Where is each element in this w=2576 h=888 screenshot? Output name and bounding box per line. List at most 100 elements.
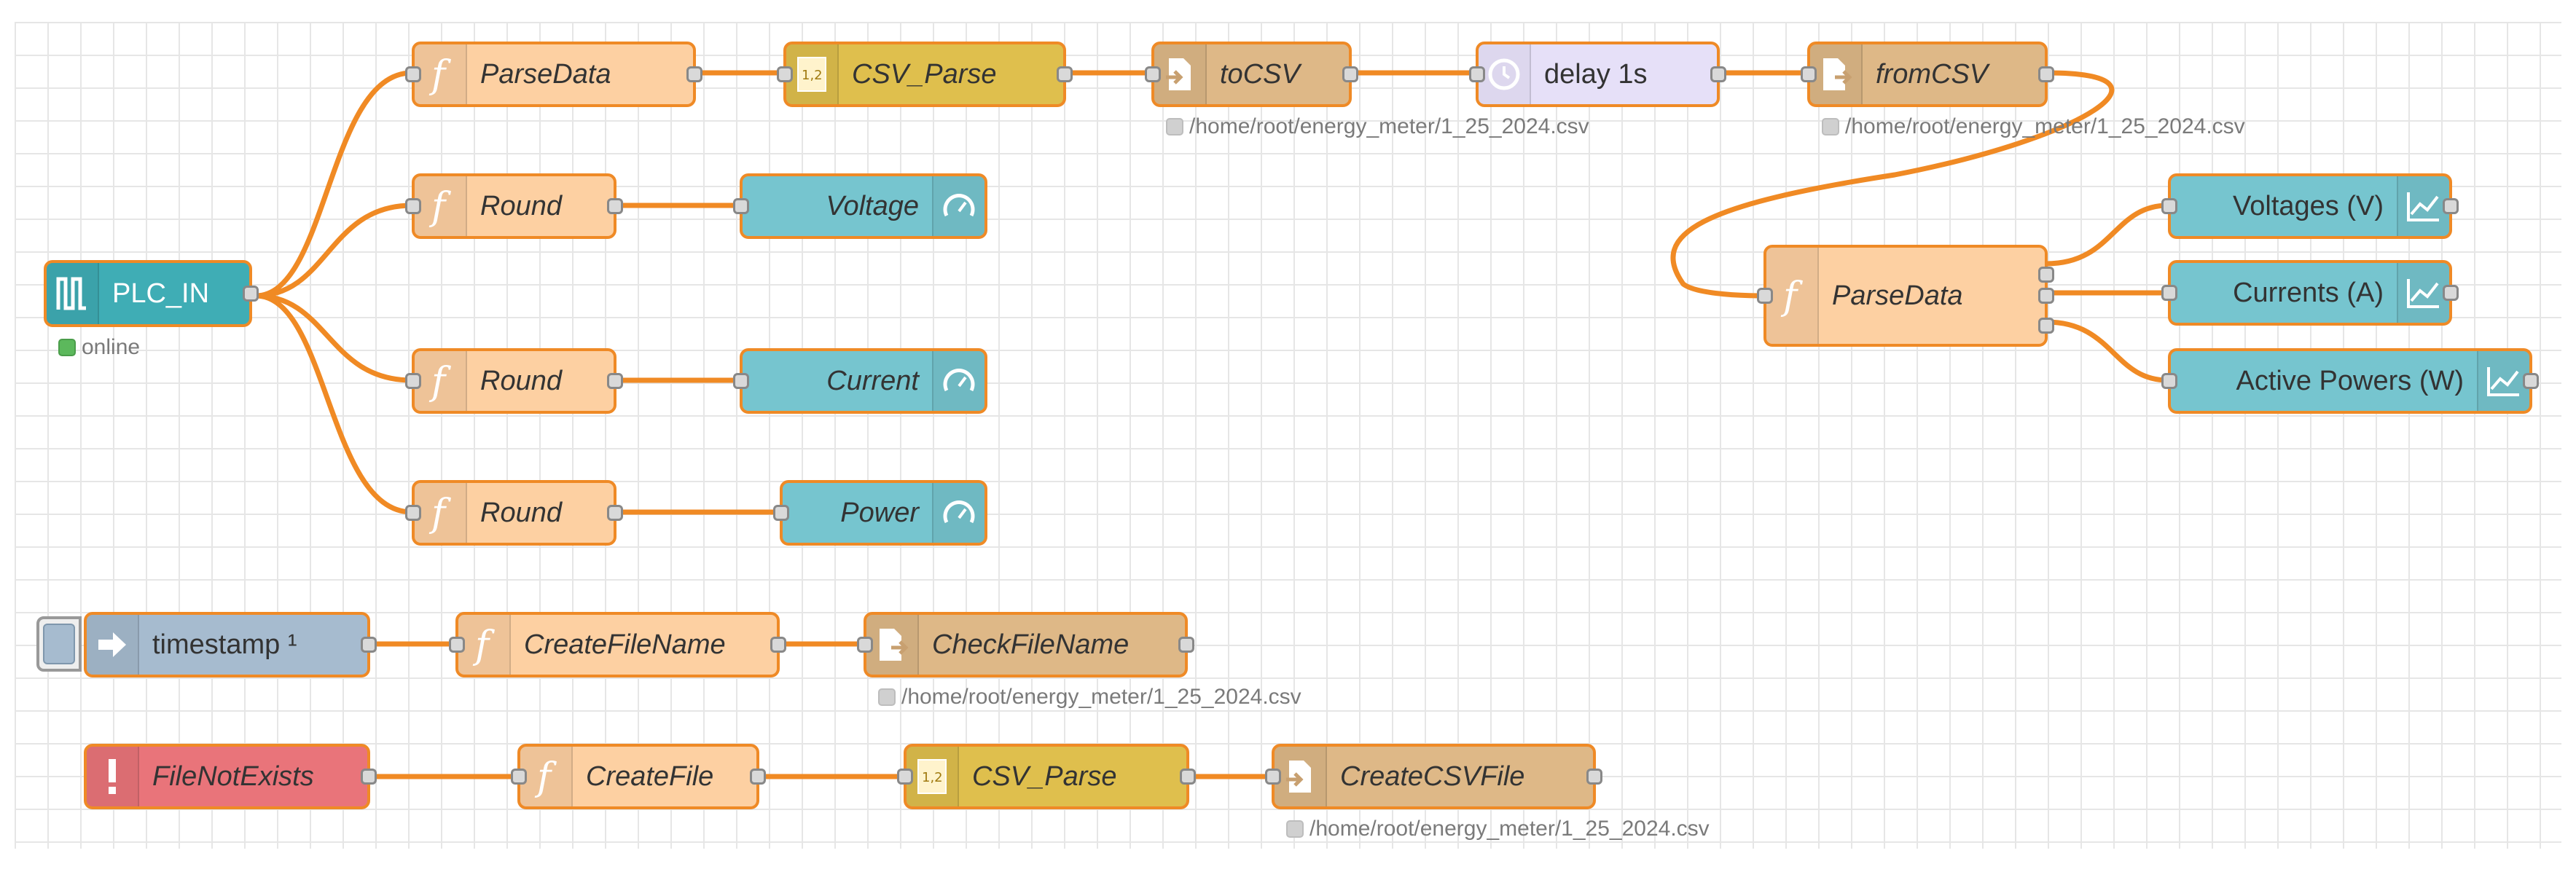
file-not-exists-catch-node[interactable]: FileNotExists	[84, 744, 377, 809]
output-port[interactable]	[686, 66, 702, 82]
chart-line-icon	[2477, 351, 2529, 411]
svg-text:1,2: 1,2	[922, 770, 943, 785]
svg-text:1,2: 1,2	[802, 68, 823, 83]
output-port[interactable]	[1586, 769, 1602, 785]
node-label: Round	[480, 497, 562, 528]
function-icon: f	[415, 351, 467, 411]
input-port[interactable]	[2161, 373, 2177, 389]
node-label: Power	[840, 497, 919, 528]
input-port[interactable]	[2161, 198, 2177, 214]
delay-node[interactable]: delay 1s	[1469, 42, 1726, 107]
input-port[interactable]	[405, 505, 421, 521]
parse-data-node[interactable]: f ParseData	[405, 42, 702, 107]
parse-data-node-2[interactable]: f ParseData	[1757, 245, 2054, 347]
input-port[interactable]	[1265, 769, 1281, 785]
file-write-icon	[1154, 44, 1207, 104]
output-port[interactable]	[2038, 66, 2054, 82]
current-gauge-node[interactable]: Current	[733, 348, 987, 414]
svg-text:f: f	[428, 360, 451, 403]
output-port[interactable]	[361, 637, 377, 653]
output-port[interactable]	[1710, 66, 1726, 82]
output-port[interactable]	[607, 198, 623, 214]
voltages-chart-node[interactable]: Voltages (V)	[2161, 173, 2459, 239]
input-port[interactable]	[405, 373, 421, 389]
status-dot-icon	[1166, 118, 1183, 135]
output-port[interactable]	[2443, 285, 2459, 301]
node-label: FileNotExists	[152, 761, 314, 792]
gauge-icon	[932, 176, 984, 236]
output-port-1[interactable]	[2038, 267, 2054, 283]
input-port[interactable]	[1757, 288, 1773, 304]
input-port[interactable]	[897, 769, 913, 785]
round-node-voltage[interactable]: f Round	[405, 173, 623, 239]
svg-text:f: f	[534, 755, 557, 798]
function-icon: f	[1766, 248, 1819, 344]
voltage-gauge-node[interactable]: Voltage	[733, 173, 987, 239]
currents-chart-node[interactable]: Currents (A)	[2161, 260, 2459, 326]
output-port[interactable]	[1178, 637, 1194, 653]
output-port[interactable]	[607, 505, 623, 521]
power-gauge-node[interactable]: Power	[773, 480, 987, 546]
output-port[interactable]	[1057, 66, 1073, 82]
output-port[interactable]	[243, 286, 259, 302]
csv-icon: 1,2	[786, 44, 839, 104]
svg-text:f: f	[428, 492, 451, 535]
csv-icon: 1,2	[907, 747, 959, 806]
input-port[interactable]	[1145, 66, 1161, 82]
output-port-2[interactable]	[2038, 288, 2054, 304]
status-text: /home/root/energy_meter/1_25_2024.csv	[1189, 114, 1589, 138]
chart-line-icon	[2397, 263, 2449, 323]
output-port[interactable]	[750, 769, 766, 785]
create-csv-file-node[interactable]: CreateCSVFile	[1265, 744, 1602, 809]
input-port[interactable]	[405, 198, 421, 214]
create-file-name-node[interactable]: f CreateFileName	[449, 612, 786, 677]
csv-parse-node-2[interactable]: 1,2 CSV_Parse	[897, 744, 1196, 809]
round-node-power[interactable]: f Round	[405, 480, 623, 546]
input-port[interactable]	[733, 198, 749, 214]
node-label: timestamp ¹	[152, 629, 297, 660]
function-icon: f	[415, 44, 467, 104]
inject-trigger-button[interactable]	[36, 616, 82, 672]
plc-in-node[interactable]: PLC_IN	[44, 260, 259, 327]
csv-parse-node[interactable]: 1,2 CSV_Parse	[777, 42, 1073, 107]
output-port-3[interactable]	[2038, 318, 2054, 334]
input-port[interactable]	[449, 637, 465, 653]
output-port[interactable]	[1342, 66, 1358, 82]
input-port[interactable]	[1801, 66, 1817, 82]
status-text: /home/root/energy_meter/1_25_2024.csv	[901, 685, 1301, 709]
status-text: online	[82, 335, 141, 359]
from-csv-node[interactable]: fromCSV	[1801, 42, 2054, 107]
output-port[interactable]	[1180, 769, 1196, 785]
input-port[interactable]	[857, 637, 873, 653]
plc-status: online	[58, 335, 140, 360]
exclamation-icon	[87, 747, 139, 806]
round-node-current[interactable]: f Round	[405, 348, 623, 414]
input-port[interactable]	[511, 769, 527, 785]
node-label: Active Powers (W)	[2236, 365, 2464, 396]
node-label: CreateFile	[586, 761, 714, 792]
output-port[interactable]	[2523, 373, 2539, 389]
output-port[interactable]	[361, 769, 377, 785]
flow-canvas[interactable]	[15, 22, 2561, 849]
input-port[interactable]	[2161, 285, 2177, 301]
input-port[interactable]	[405, 66, 421, 82]
node-label: delay 1s	[1544, 58, 1648, 90]
input-port[interactable]	[773, 505, 789, 521]
node-label: Current	[826, 365, 919, 396]
create-file-node[interactable]: f CreateFile	[511, 744, 766, 809]
input-port[interactable]	[1469, 66, 1485, 82]
node-label: toCSV	[1220, 58, 1300, 90]
input-port[interactable]	[733, 373, 749, 389]
gauge-icon	[932, 351, 984, 411]
timestamp-inject-node[interactable]: timestamp ¹	[84, 612, 377, 677]
output-port[interactable]	[2443, 198, 2459, 214]
to-csv-node[interactable]: toCSV	[1145, 42, 1358, 107]
output-port[interactable]	[607, 373, 623, 389]
inject-button-core	[43, 624, 75, 664]
input-port[interactable]	[777, 66, 793, 82]
create-csv-status: /home/root/energy_meter/1_25_2024.csv	[1286, 817, 1710, 841]
status-dot-icon	[1822, 118, 1839, 135]
active-powers-chart-node[interactable]: Active Powers (W)	[2161, 348, 2539, 414]
output-port[interactable]	[770, 637, 786, 653]
check-file-name-node[interactable]: CheckFileName	[857, 612, 1194, 677]
